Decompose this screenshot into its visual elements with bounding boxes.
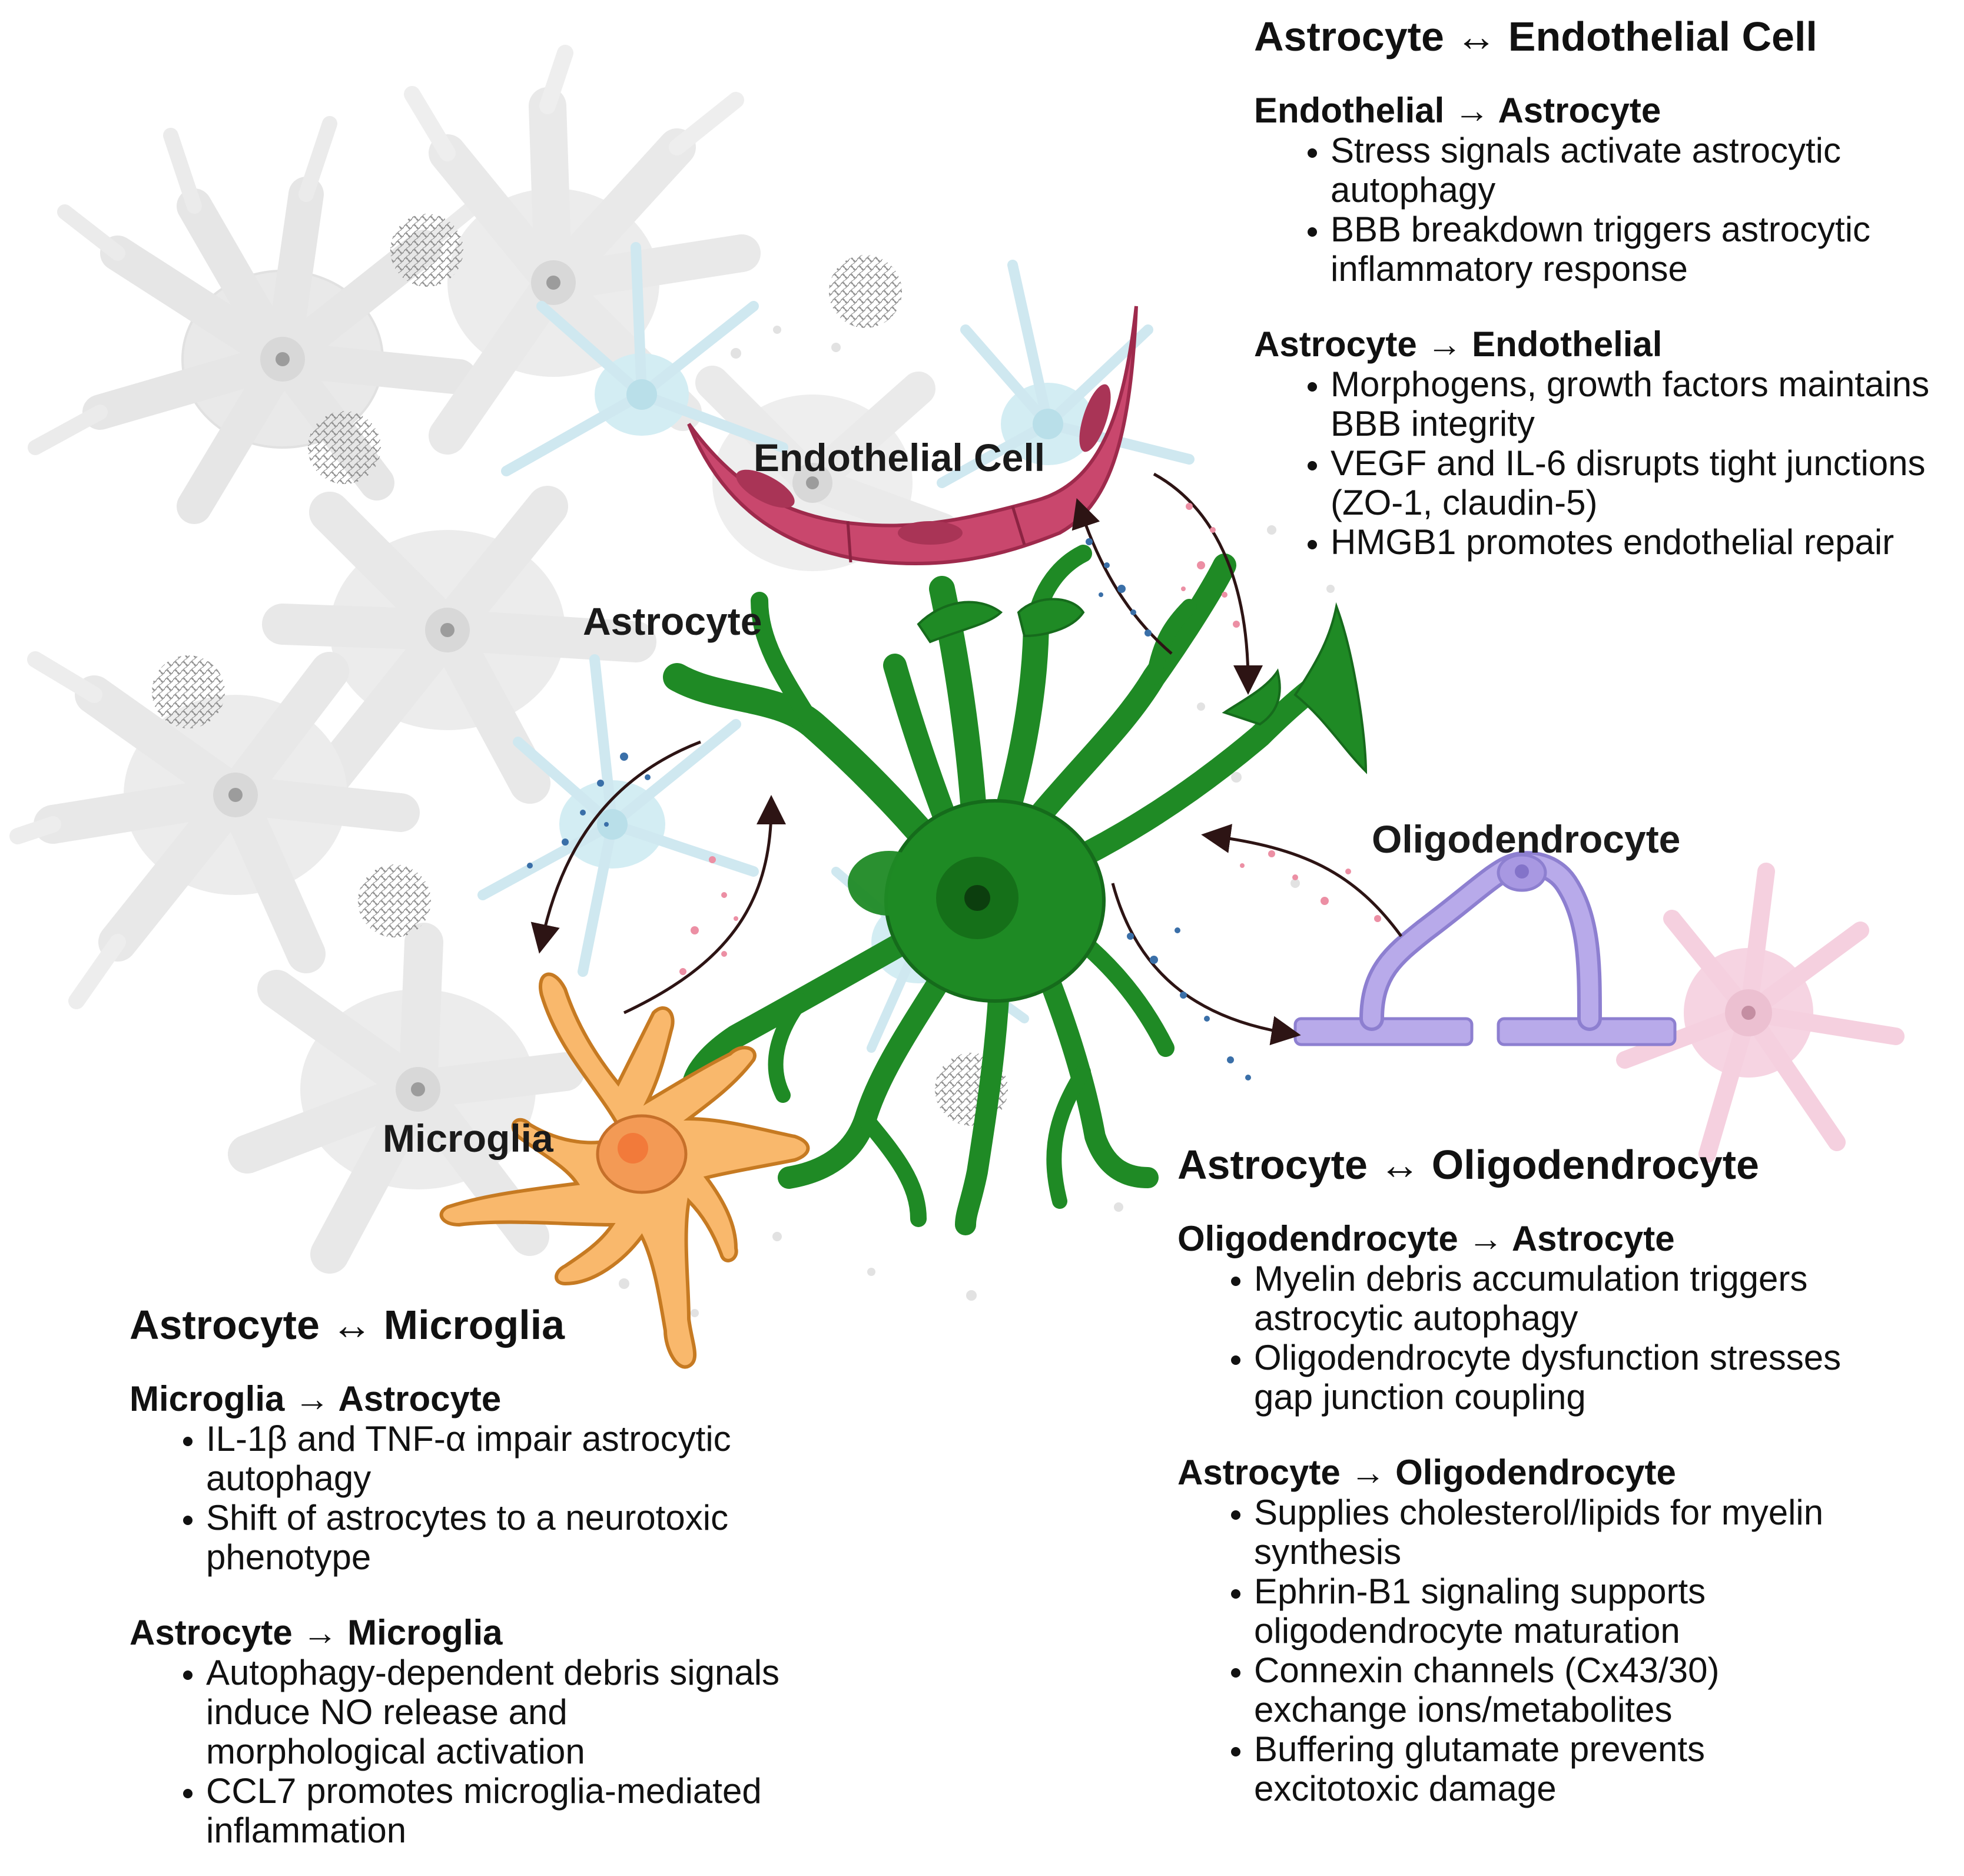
list-item: CCL7 promotes microglia-mediated inflamm… — [206, 1771, 789, 1850]
panel-section: Endothelial → Astrocyte Stress signals a… — [1254, 90, 1949, 289]
light-blue-astrocyte — [937, 260, 1195, 488]
list-item: Stress signals activate astrocytic autop… — [1331, 131, 1949, 210]
panel-section: Microglia → Astrocyte IL-1β and TNF-α im… — [130, 1378, 789, 1577]
section-heading: Endothelial → Astrocyte — [1254, 90, 1661, 130]
list-item: HMGB1 promotes endothelial repair — [1331, 522, 1949, 562]
arrow-astrocyte-to-endothelial — [1071, 498, 1173, 655]
background-nuclei-core — [228, 276, 819, 1096]
panel-title: Astrocyte ↔ Endothelial Cell — [1254, 14, 1817, 59]
panel-section: Astrocyte → Oligodendrocyte Supplies cho… — [1177, 1452, 1860, 1808]
list-item: Buffering glutamate prevents excitotoxic… — [1254, 1729, 1860, 1808]
bullet-list: IL-1β and TNF-α impair astrocytic autoph… — [130, 1419, 789, 1577]
endothelial-cell-label: Endothelial Cell — [754, 436, 1045, 479]
section-heading: Astrocyte → Endothelial — [1254, 324, 1663, 364]
microglia-cell — [439, 972, 810, 1369]
list-item: BBB breakdown triggers astrocytic inflam… — [1331, 210, 1949, 289]
endothelial-cell — [687, 306, 1138, 565]
list-item: IL-1β and TNF-α impair astrocytic autoph… — [206, 1419, 789, 1498]
signal-arrows — [527, 472, 1403, 1080]
background-astrocyte-grey — [404, 45, 761, 455]
tangle-icon — [829, 255, 902, 328]
section-heading: Microglia → Astrocyte — [130, 1378, 502, 1418]
arrow-endothelial-to-astrocyte — [1153, 472, 1263, 695]
background-debris — [619, 326, 1335, 1317]
background-astrocyte-grey — [28, 116, 496, 524]
microglia-interaction-panel: Astrocyte ↔ Microglia Microglia → Astroc… — [130, 1301, 789, 1850]
section-heading: Astrocyte → Microglia — [130, 1612, 503, 1652]
light-blue-astrocyte — [477, 654, 759, 977]
bullet-list: Morphogens, growth factors maintains BBB… — [1254, 364, 1949, 562]
arrow-astrocyte-to-oligodendrocyte — [1111, 883, 1301, 1046]
list-item: Myelin debris accumulation triggers astr… — [1254, 1259, 1860, 1338]
list-item: Shift of astrocytes to a neurotoxic phen… — [206, 1498, 789, 1577]
section-heading: Astrocyte → Oligodendrocyte — [1177, 1452, 1676, 1492]
microglia-label: Microglia — [383, 1116, 554, 1160]
oligodendrocyte-label: Oligodendrocyte — [1372, 817, 1680, 861]
pink-particles — [679, 503, 1381, 975]
oligodendrocyte-interaction-panel: Astrocyte ↔ Oligodendrocyte Oligodendroc… — [1177, 1141, 1860, 1844]
bullet-list: Autophagy-dependent debris signals induc… — [130, 1653, 789, 1850]
arrow-microglia-to-astrocyte — [623, 795, 786, 1015]
light-blue-astrocyte — [501, 242, 788, 476]
arrow-oligodendrocyte-to-astrocyte — [1201, 824, 1403, 937]
bullet-list: Myelin debris accumulation triggers astr… — [1177, 1259, 1860, 1417]
oligodendrocyte-cell — [1293, 851, 1677, 1046]
list-item: VEGF and IL-6 disrupts tight junctions (… — [1331, 443, 1949, 522]
list-item: Supplies cholesterol/lipids for myelin s… — [1254, 1493, 1860, 1572]
list-item: Oligodendrocyte dysfunction stresses gap… — [1254, 1338, 1860, 1417]
section-heading: Oligodendrocyte → Astrocyte — [1177, 1218, 1675, 1258]
astrocyte-cell — [663, 545, 1368, 1235]
list-item: Connexin channels (Cx43/30) exchange ion… — [1254, 1650, 1860, 1729]
panel-section: Astrocyte → Microglia Autophagy-dependen… — [130, 1612, 789, 1850]
tangle-icon — [152, 655, 225, 728]
panel-section: Oligodendrocyte → Astrocyte Myelin debri… — [1177, 1218, 1860, 1417]
arrow-astrocyte-to-microglia — [530, 740, 701, 954]
endothelial-interaction-panel: Astrocyte ↔ Endothelial Cell Endothelial… — [1254, 13, 1949, 597]
tangle-icon — [390, 214, 463, 287]
astrocyte-label: Astrocyte — [583, 599, 762, 643]
bullet-list: Stress signals activate astrocytic autop… — [1254, 131, 1949, 289]
list-item: Ephrin-B1 signaling supports oligodendro… — [1254, 1572, 1860, 1650]
panel-title: Astrocyte ↔ Oligodendrocyte — [1177, 1142, 1759, 1188]
bullet-list: Supplies cholesterol/lipids for myelin s… — [1177, 1493, 1860, 1808]
list-item: Autophagy-dependent debris signals induc… — [206, 1653, 789, 1771]
pink-background-cell — [1616, 863, 1905, 1163]
tangle-icon — [308, 411, 381, 484]
panel-section: Astrocyte → Endothelial Morphogens, grow… — [1254, 324, 1949, 562]
blue-particles — [527, 538, 1251, 1080]
panel-title: Astrocyte ↔ Microglia — [130, 1302, 565, 1348]
list-item: Morphogens, growth factors maintains BBB… — [1331, 364, 1949, 443]
tangle-icon — [358, 864, 431, 937]
